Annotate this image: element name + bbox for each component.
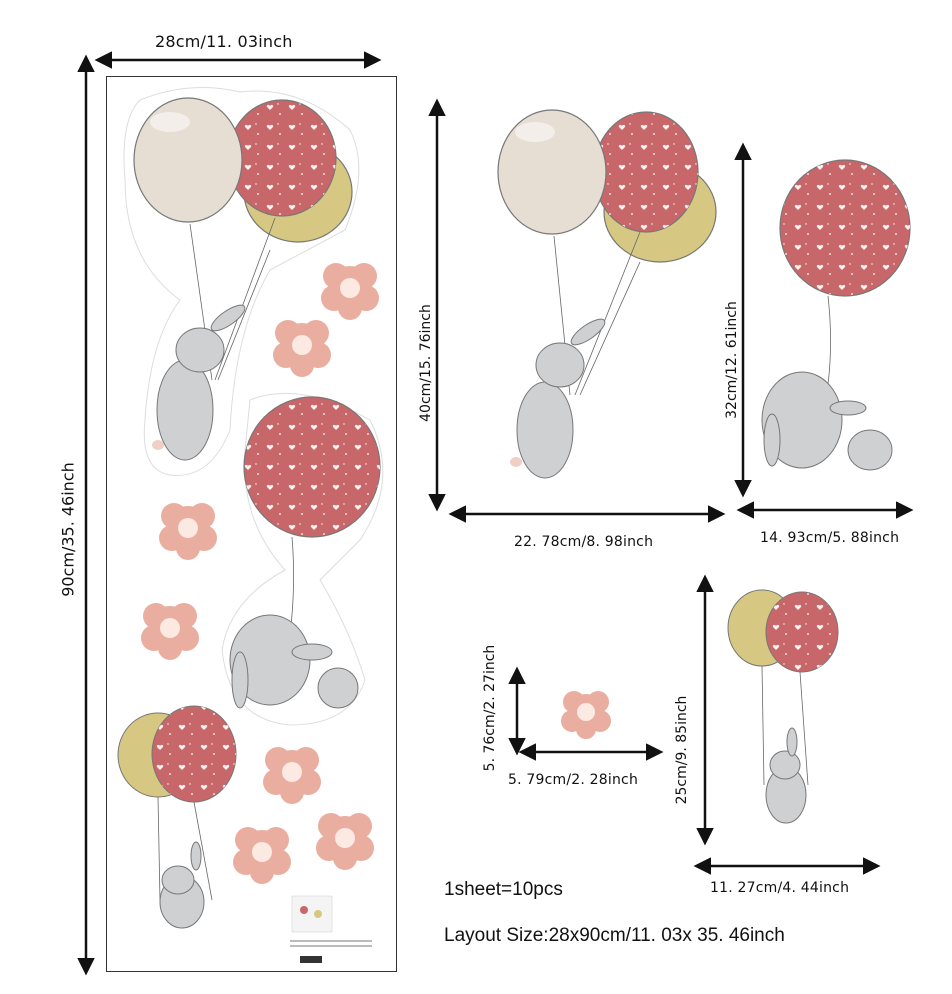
sheet-group-balloons-bunny [133,97,353,461]
balloon-icon [243,396,381,538]
sheet-flowers [141,263,379,884]
sheet-height-label: 90cm/35. 46inch [58,462,78,597]
flower-single [561,691,611,739]
flower-icon [141,603,199,660]
group-b-balloon-bunny [761,159,911,471]
group-a-balloons-bunny [497,109,717,479]
sheet-group-red-balloon-bunny [229,396,381,709]
bunny-icon [765,727,807,824]
bunny-icon [152,304,246,461]
balloon-icon [779,159,911,297]
sheet-product-label [290,895,372,963]
flower-icon [273,320,331,377]
group-b-height-label: 32cm/12. 61inch [724,301,740,419]
bunny-icon [159,841,205,929]
balloon-icon [727,589,839,673]
sticker-sheet-border [106,76,397,972]
balloon-icon [497,109,717,263]
group-b-width-label: 14. 93cm/5. 88inch [760,530,900,546]
group-c-width-label: 11. 27cm/4. 44inch [710,880,850,896]
flower-width-label: 5. 79cm/2. 28inch [508,772,639,788]
balloon-icon [133,97,353,243]
flower-height-label: 5. 76cm/2. 27inch [482,644,498,772]
flower-icon [263,747,321,804]
flower-icon [233,827,291,884]
sheet-count-text: 1sheet=10pcs [444,879,563,900]
group-c-swing-bunny [727,589,839,824]
group-c-height-label: 25cm/9. 85inch [674,695,690,805]
flower-icon [316,813,374,870]
group-a-height-label: 40cm/15. 76inch [418,304,434,422]
flower-icon [561,691,611,739]
sheet-group-swing-bunny [117,705,237,929]
bunny-icon [229,614,359,709]
layout-size-text: Layout Size:28x90cm/11. 03x 35. 46inch [444,925,785,946]
flower-icon [159,503,217,560]
flower-icon [321,263,379,320]
sheet-width-label: 28cm/11. 03inch [155,32,293,51]
sheet-cutline-top [123,87,360,476]
balloon-icon [117,705,237,803]
bunny-icon [761,371,893,471]
bunny-icon [510,318,606,479]
sheet-cutline-mid [221,392,384,726]
group-a-width-label: 22. 78cm/8. 98inch [514,534,654,550]
